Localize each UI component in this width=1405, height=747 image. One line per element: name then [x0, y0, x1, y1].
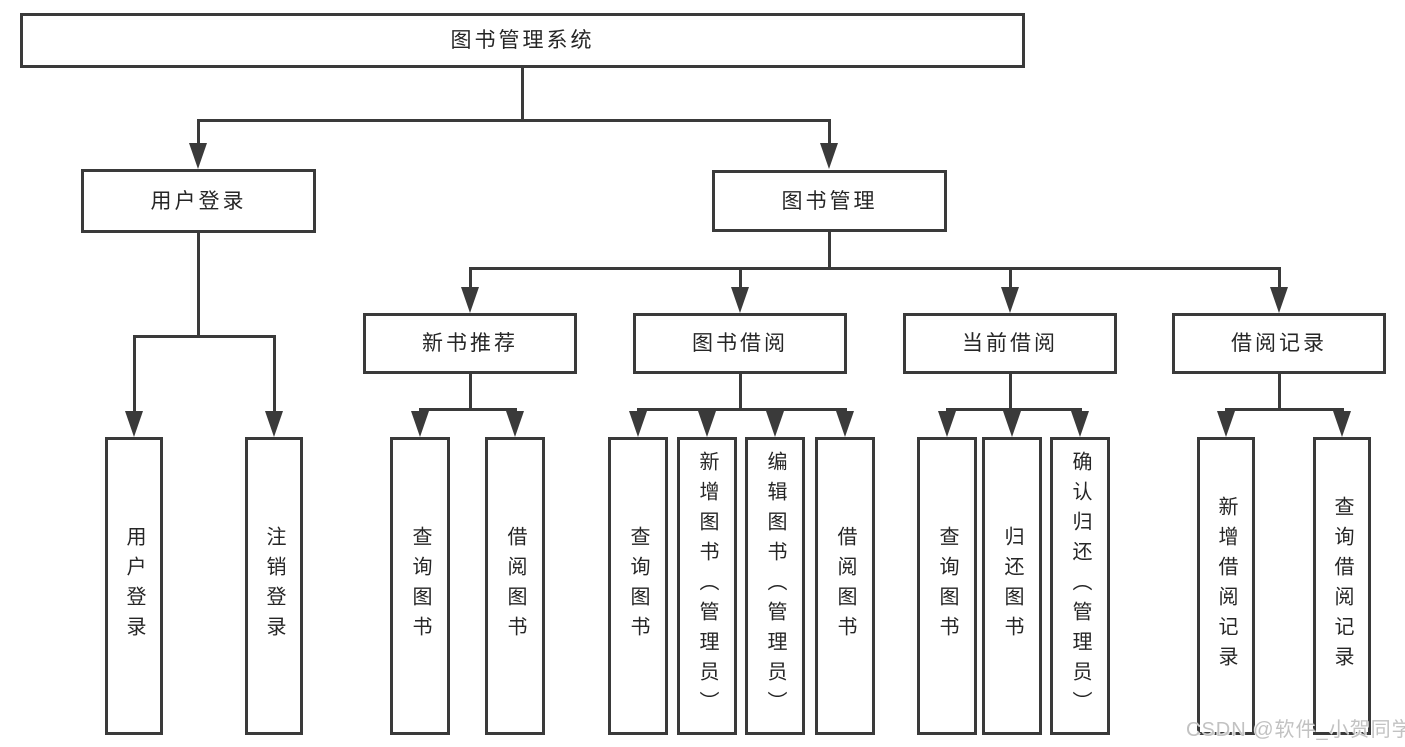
connector-bookmgmt-stem: [828, 232, 831, 268]
arrow-down-icon: [820, 120, 838, 169]
leaf-query-books: 查询图书: [390, 437, 450, 735]
arrow-down-icon: [265, 336, 283, 437]
arrow-down-icon: [411, 409, 429, 437]
connector-current-rail: [945, 407, 1082, 411]
node-root-system: 图书管理系统: [20, 13, 1025, 68]
connector-records-rail: [1224, 407, 1344, 411]
arrow-down-icon: [1003, 409, 1021, 437]
connector-newbook-rail: [418, 407, 517, 411]
node-book-management: 图书管理: [712, 170, 947, 232]
connector-userlogin-rail: [132, 334, 276, 338]
leaf-borrow-books: 借阅图书: [485, 437, 545, 735]
node-new-book-recommend: 新书推荐: [363, 313, 577, 374]
connector-root-stem: [520, 68, 524, 120]
leaf-confirm-return-admin: 确认归还（管理员）: [1050, 437, 1110, 735]
node-book-borrowing: 图书借阅: [633, 313, 847, 374]
node-current-borrowing: 当前借阅: [903, 313, 1117, 374]
arrow-down-icon: [506, 409, 524, 437]
arrow-down-icon: [766, 409, 784, 437]
arrow-down-icon: [629, 409, 647, 437]
arrow-down-icon: [189, 120, 207, 169]
arrow-down-icon: [731, 268, 749, 313]
arrow-down-icon: [1071, 409, 1089, 437]
leaf-query-books: 查询图书: [917, 437, 977, 735]
connector-borrowing-rail: [636, 407, 847, 411]
leaf-edit-books-admin: 编辑图书（管理员）: [745, 437, 805, 735]
node-user-login: 用户登录: [81, 169, 316, 233]
connector-borrowing-stem: [738, 374, 742, 409]
leaf-query-books: 查询图书: [608, 437, 668, 735]
leaf-borrow-books: 借阅图书: [815, 437, 875, 735]
leaf-query-borrow-record: 查询借阅记录: [1313, 437, 1371, 735]
connector-level2-rail: [196, 118, 831, 122]
leaf-user-login: 用户登录: [105, 437, 163, 735]
connector-newbook-stem: [468, 374, 472, 409]
arrow-down-icon: [125, 336, 143, 437]
node-borrowing-records: 借阅记录: [1172, 313, 1386, 374]
arrow-down-icon: [1217, 409, 1235, 437]
arrow-down-icon: [836, 409, 854, 437]
arrow-down-icon: [1001, 268, 1019, 313]
leaf-add-borrow-record: 新增借阅记录: [1197, 437, 1255, 735]
leaf-logout: 注销登录: [245, 437, 303, 735]
connector-records-stem: [1277, 374, 1281, 409]
connector-current-stem: [1008, 374, 1012, 409]
arrow-down-icon: [1270, 268, 1288, 313]
arrow-down-icon: [938, 409, 956, 437]
arrow-down-icon: [461, 268, 479, 313]
connector-userlogin-stem: [196, 233, 200, 336]
leaf-add-books-admin: 新增图书（管理员）: [677, 437, 737, 735]
connector-level3-rail: [468, 266, 1281, 270]
arrow-down-icon: [698, 409, 716, 437]
leaf-return-books: 归还图书: [982, 437, 1042, 735]
arrow-down-icon: [1333, 409, 1351, 437]
csdn-watermark: CSDN @软件_小贺同学: [1186, 719, 1405, 741]
